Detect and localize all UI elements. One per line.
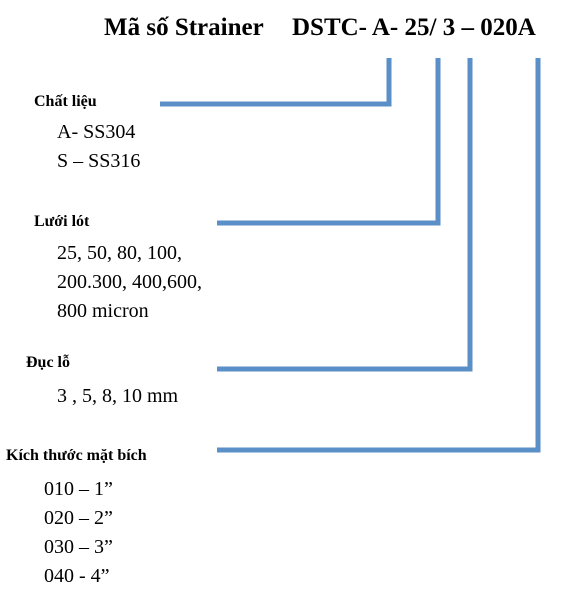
material-option: A- SS304 [57,121,136,143]
flange-size-option: 030 – 3” [44,536,113,558]
perforation-option: 3 , 5, 8, 10 mm [57,385,179,407]
mesh-option: 25, 50, 80, 100, [57,242,182,264]
title-code: DSTC- A- 25/ 3 – 020A [292,14,536,41]
mesh-option: 800 micron [57,300,149,322]
connector-perforation [217,58,473,372]
mesh-options: 25, 50, 80, 100, 200.300, 400,600, 800 m… [57,239,202,326]
flange-size-heading: Kích thước mặt bích [6,447,147,464]
flange-size-option: 020 – 2” [44,507,113,529]
material-heading: Chất liệu [34,93,97,110]
flange-size-option: 040 - 4” [44,565,110,587]
material-option: S – SS316 [57,150,141,172]
perforation-options: 3 , 5, 8, 10 mm [57,382,178,411]
material-options: A- SS304 S – SS316 [57,118,140,176]
mesh-heading: Lưới lót [34,213,90,230]
title-label: Mã số Strainer [104,14,264,41]
perforation-heading: Đục lỗ [26,354,70,371]
connector-flange-size [217,58,541,453]
flange-size-options: 010 – 1” 020 – 2” 030 – 3” 040 - 4” [44,475,113,591]
connector-mesh [217,58,441,226]
flange-size-option: 010 – 1” [44,478,113,500]
connector-material [160,58,392,107]
mesh-option: 200.300, 400,600, [57,271,202,293]
